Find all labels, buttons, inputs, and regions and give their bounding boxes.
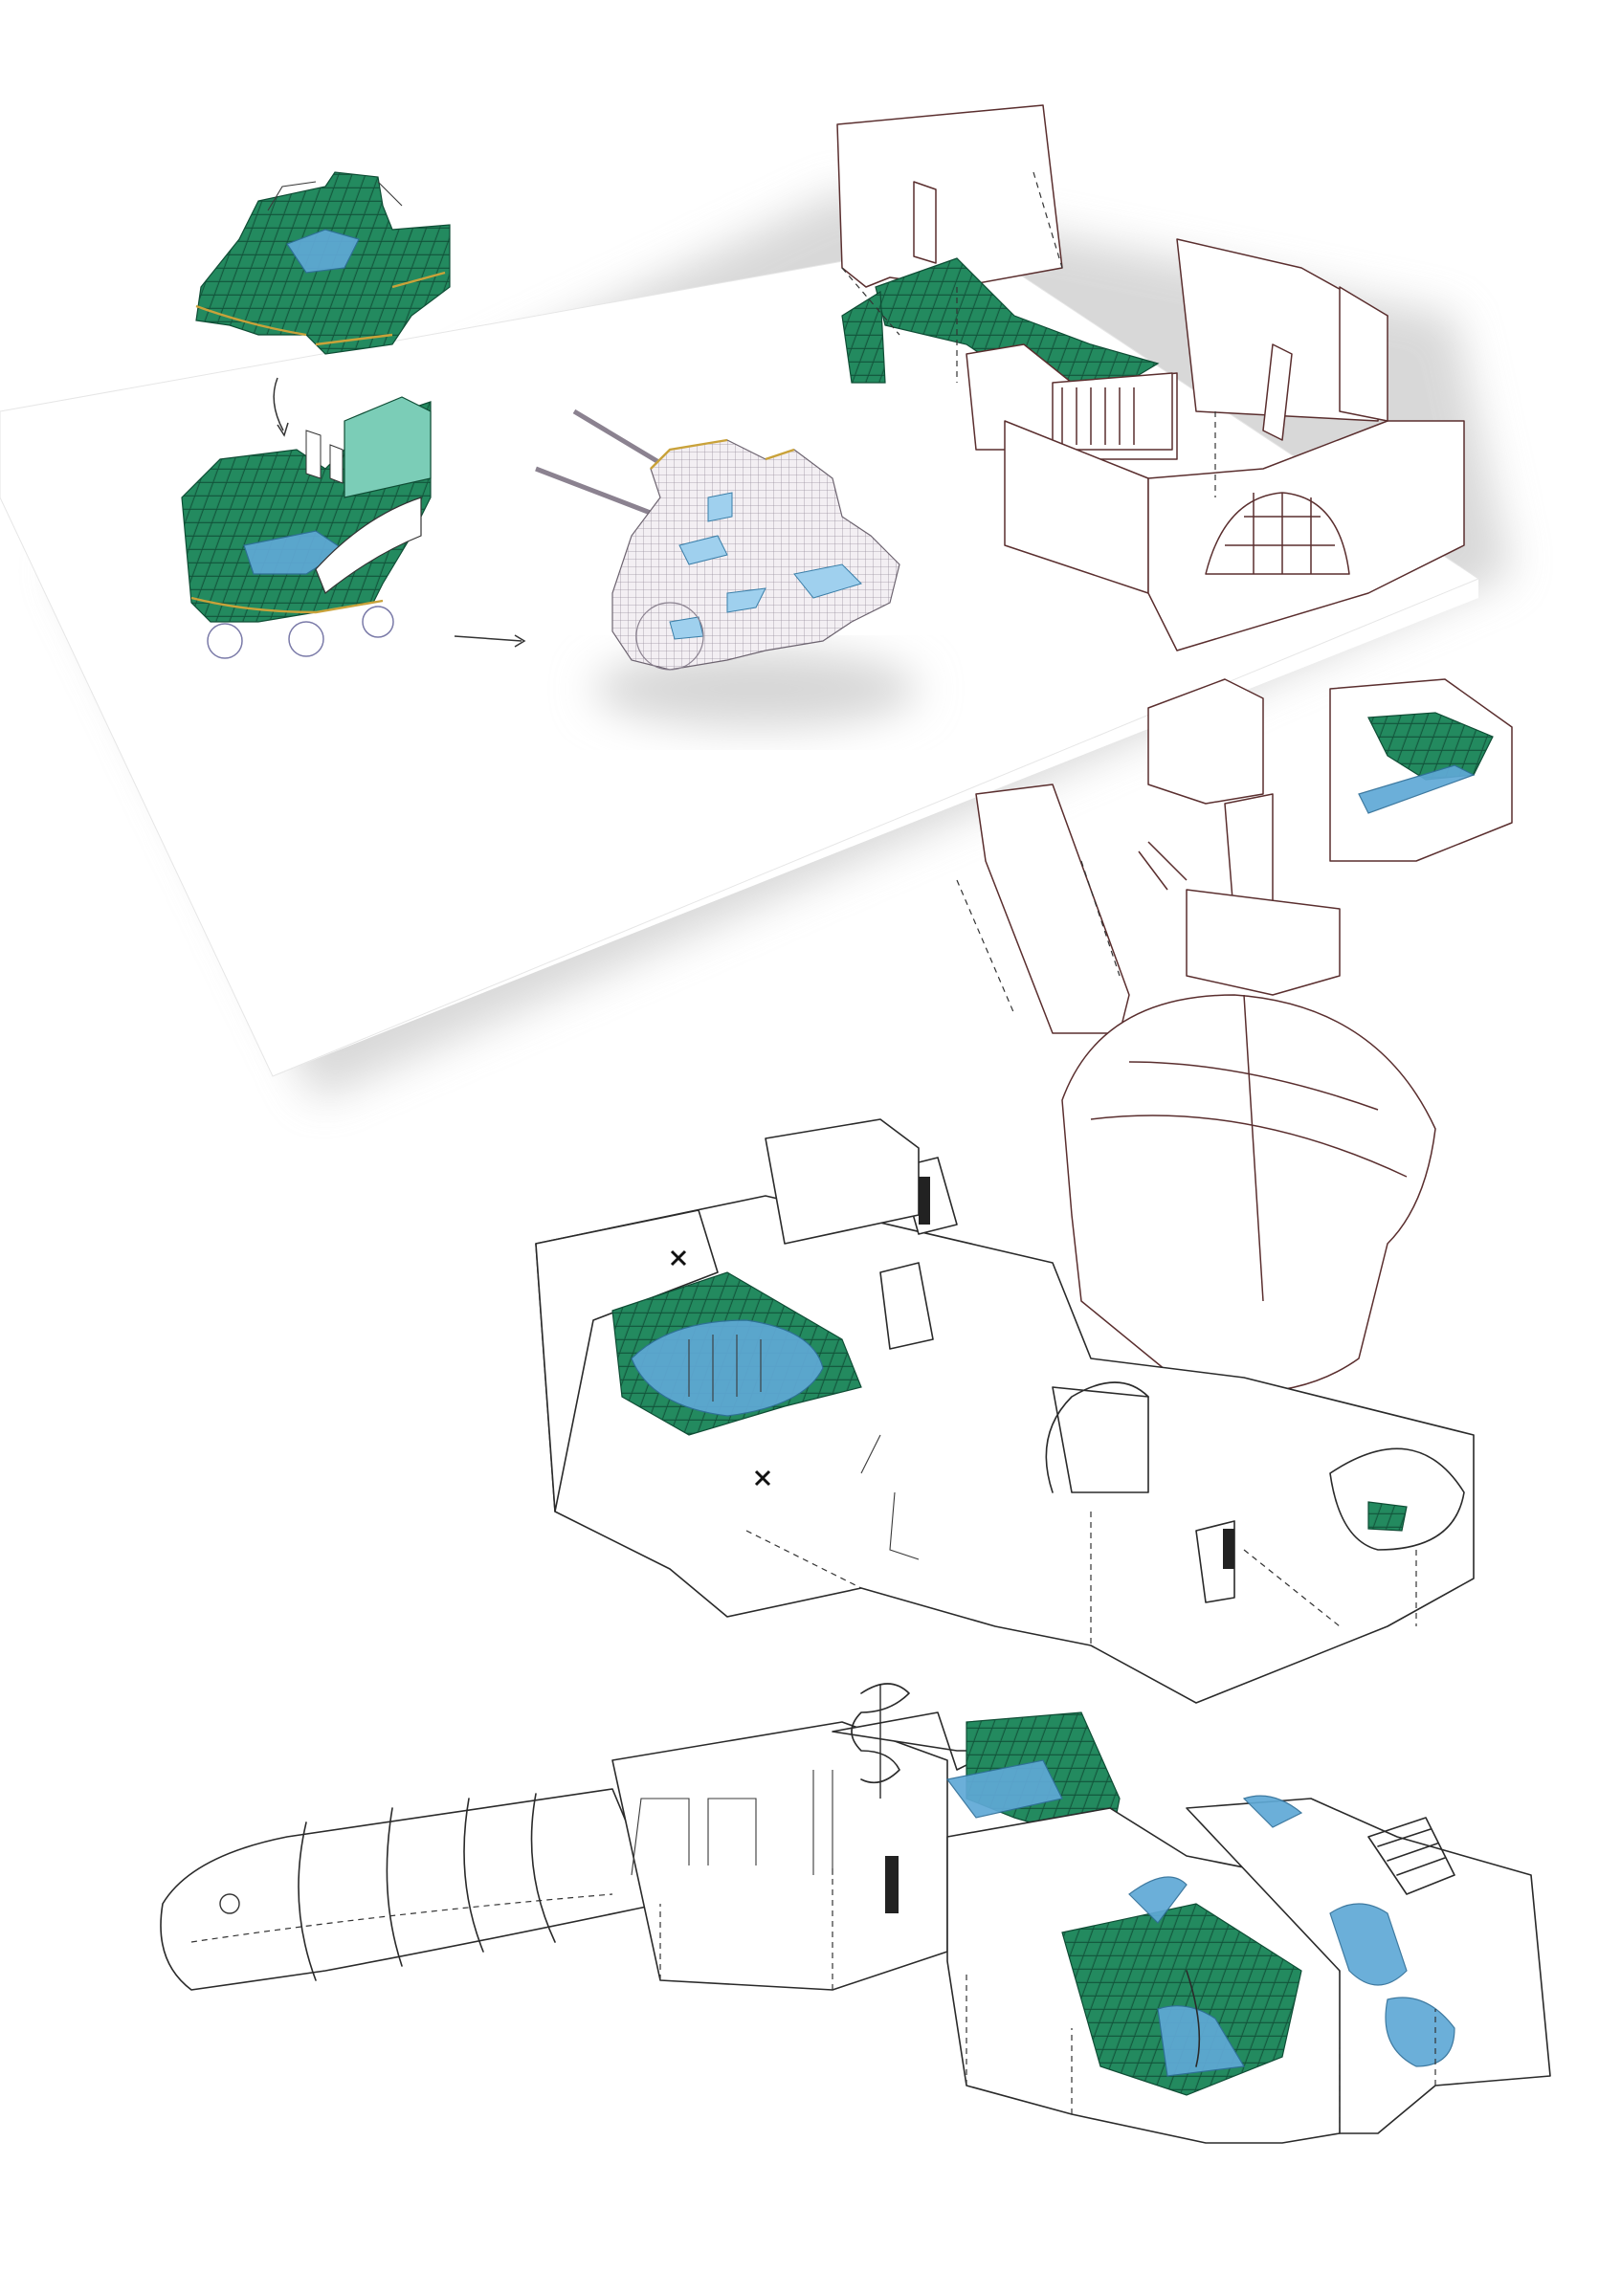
wheel-icon bbox=[219, 1893, 240, 1914]
tiled-bath-model-1 bbox=[195, 171, 451, 355]
upper-level-rooms bbox=[836, 104, 1465, 651]
lower-level-floor bbox=[160, 1711, 1551, 2144]
middle-connector-rooms bbox=[956, 678, 1513, 1034]
tiled-bath-model-2 bbox=[181, 396, 432, 659]
spiral-stair-icon bbox=[851, 1683, 910, 1799]
middle-level-floor bbox=[535, 1118, 1475, 1704]
mesh-bath-model bbox=[535, 408, 919, 727]
vaulted-dome-room bbox=[1061, 994, 1436, 1394]
door-icon bbox=[885, 1856, 899, 1913]
x-mark-icon bbox=[754, 1469, 771, 1487]
door-icon bbox=[919, 1177, 930, 1225]
arrow-down-icon bbox=[273, 377, 289, 437]
door-icon bbox=[1223, 1529, 1234, 1569]
arrow-right-icon bbox=[454, 634, 526, 648]
x-mark-icon bbox=[670, 1249, 687, 1267]
